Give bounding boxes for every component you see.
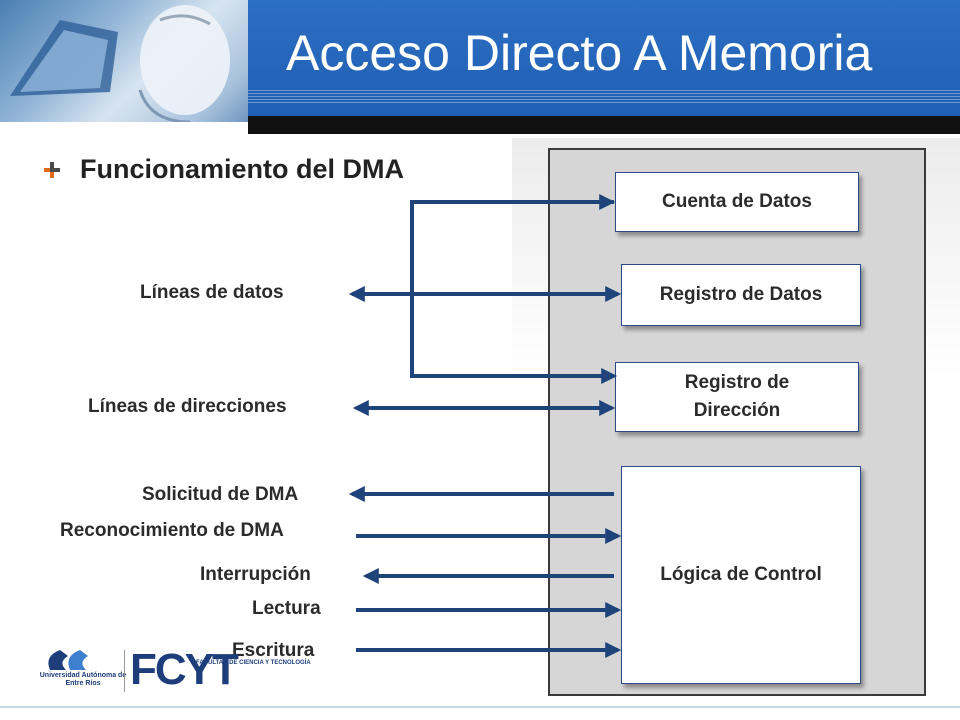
label-address-lines: Líneas de direcciones [88,396,287,417]
university-logo-text: Universidad Autónoma de Entre Ríos [39,672,127,687]
label-write: Escritura [232,640,315,661]
header-photo [0,0,248,122]
bullet-heading: Funcionamiento del DMA [80,154,404,184]
data-bus-bracket-arrow [410,200,618,384]
laptop-mouse-illustration [10,5,230,122]
title-band [248,0,960,116]
label-dma-ack: Reconocimiento de DMA [60,520,284,541]
data-count-label: Cuenta de Datos [662,191,812,212]
data-count-register: Cuenta de Datos [615,172,859,232]
slide-title: Acceso Directo A Memoria [286,25,873,81]
title-underline [248,116,960,134]
footer-line [0,706,960,708]
address-register-label-line2: Dirección [693,400,781,421]
bullet-icon [44,162,60,178]
control-logic-label: Lógica de Control [660,564,822,585]
control-logic: Lógica de Control [621,466,861,684]
label-interrupt: Interrupción [200,564,311,585]
title-stripes [248,90,960,104]
faculty-logo-subtitle: FACULTAD DE CIENCIA Y TECNOLOGÍA [196,660,311,666]
data-register-label: Registro de Datos [659,284,823,305]
address-register: Registro de Dirección [615,362,859,432]
faculty-logo: FCYT [130,645,239,694]
label-data-lines: Líneas de datos [140,282,284,303]
logo-divider [124,650,125,692]
address-register-label-line1: Registro de [684,372,790,393]
label-dma-request: Solicitud de DMA [142,484,299,505]
data-register: Registro de Datos [621,264,861,326]
label-read: Lectura [252,598,321,619]
university-logo-icon [48,650,88,670]
